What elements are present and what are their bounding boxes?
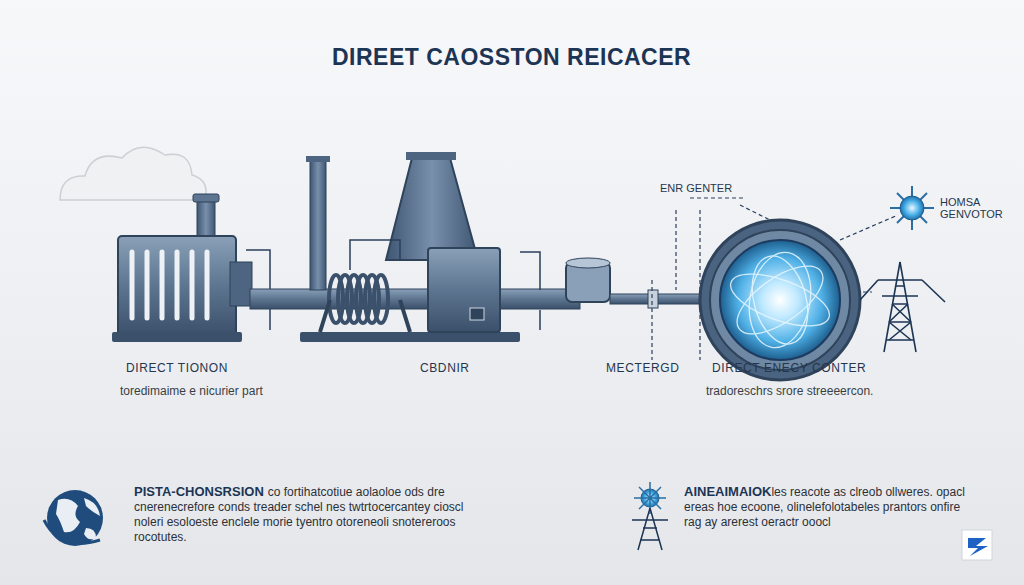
part-caption: tradoreschrs srore streeeercon. [706,384,873,398]
part-caption: toredimaime e nicurier part [120,384,263,398]
coil-winding [374,275,388,323]
diagram-title: DIREET CAOSSTON REICACER [332,44,691,71]
note-heading: AINEAIMAIOK [684,484,771,499]
note-paragraph: PISTA-CHONSRSIONco fortihatcotiue aolaol… [134,484,474,545]
boiler-tube [190,252,195,318]
callout-label: HOMSA GENVOTOR [940,196,1014,220]
part-name: CBDNIR [420,361,470,375]
note-paragraph: AINEAIMAIOKles reacote as clreob ollwere… [684,484,974,530]
boiler-tube [175,252,180,318]
boiler-tube [145,252,150,318]
callout-label: ENR GENTER [660,182,732,194]
note-heading: PISTA-CHONSRSION [134,484,264,499]
part-name: DIRECT ENECY CONTER [712,361,866,375]
boiler-tube [130,252,135,318]
part-name: DIRECT TIONON [126,361,228,375]
boiler-tube [160,252,165,318]
part-name: MECTERGD [606,361,679,375]
boiler-tube [205,252,210,318]
